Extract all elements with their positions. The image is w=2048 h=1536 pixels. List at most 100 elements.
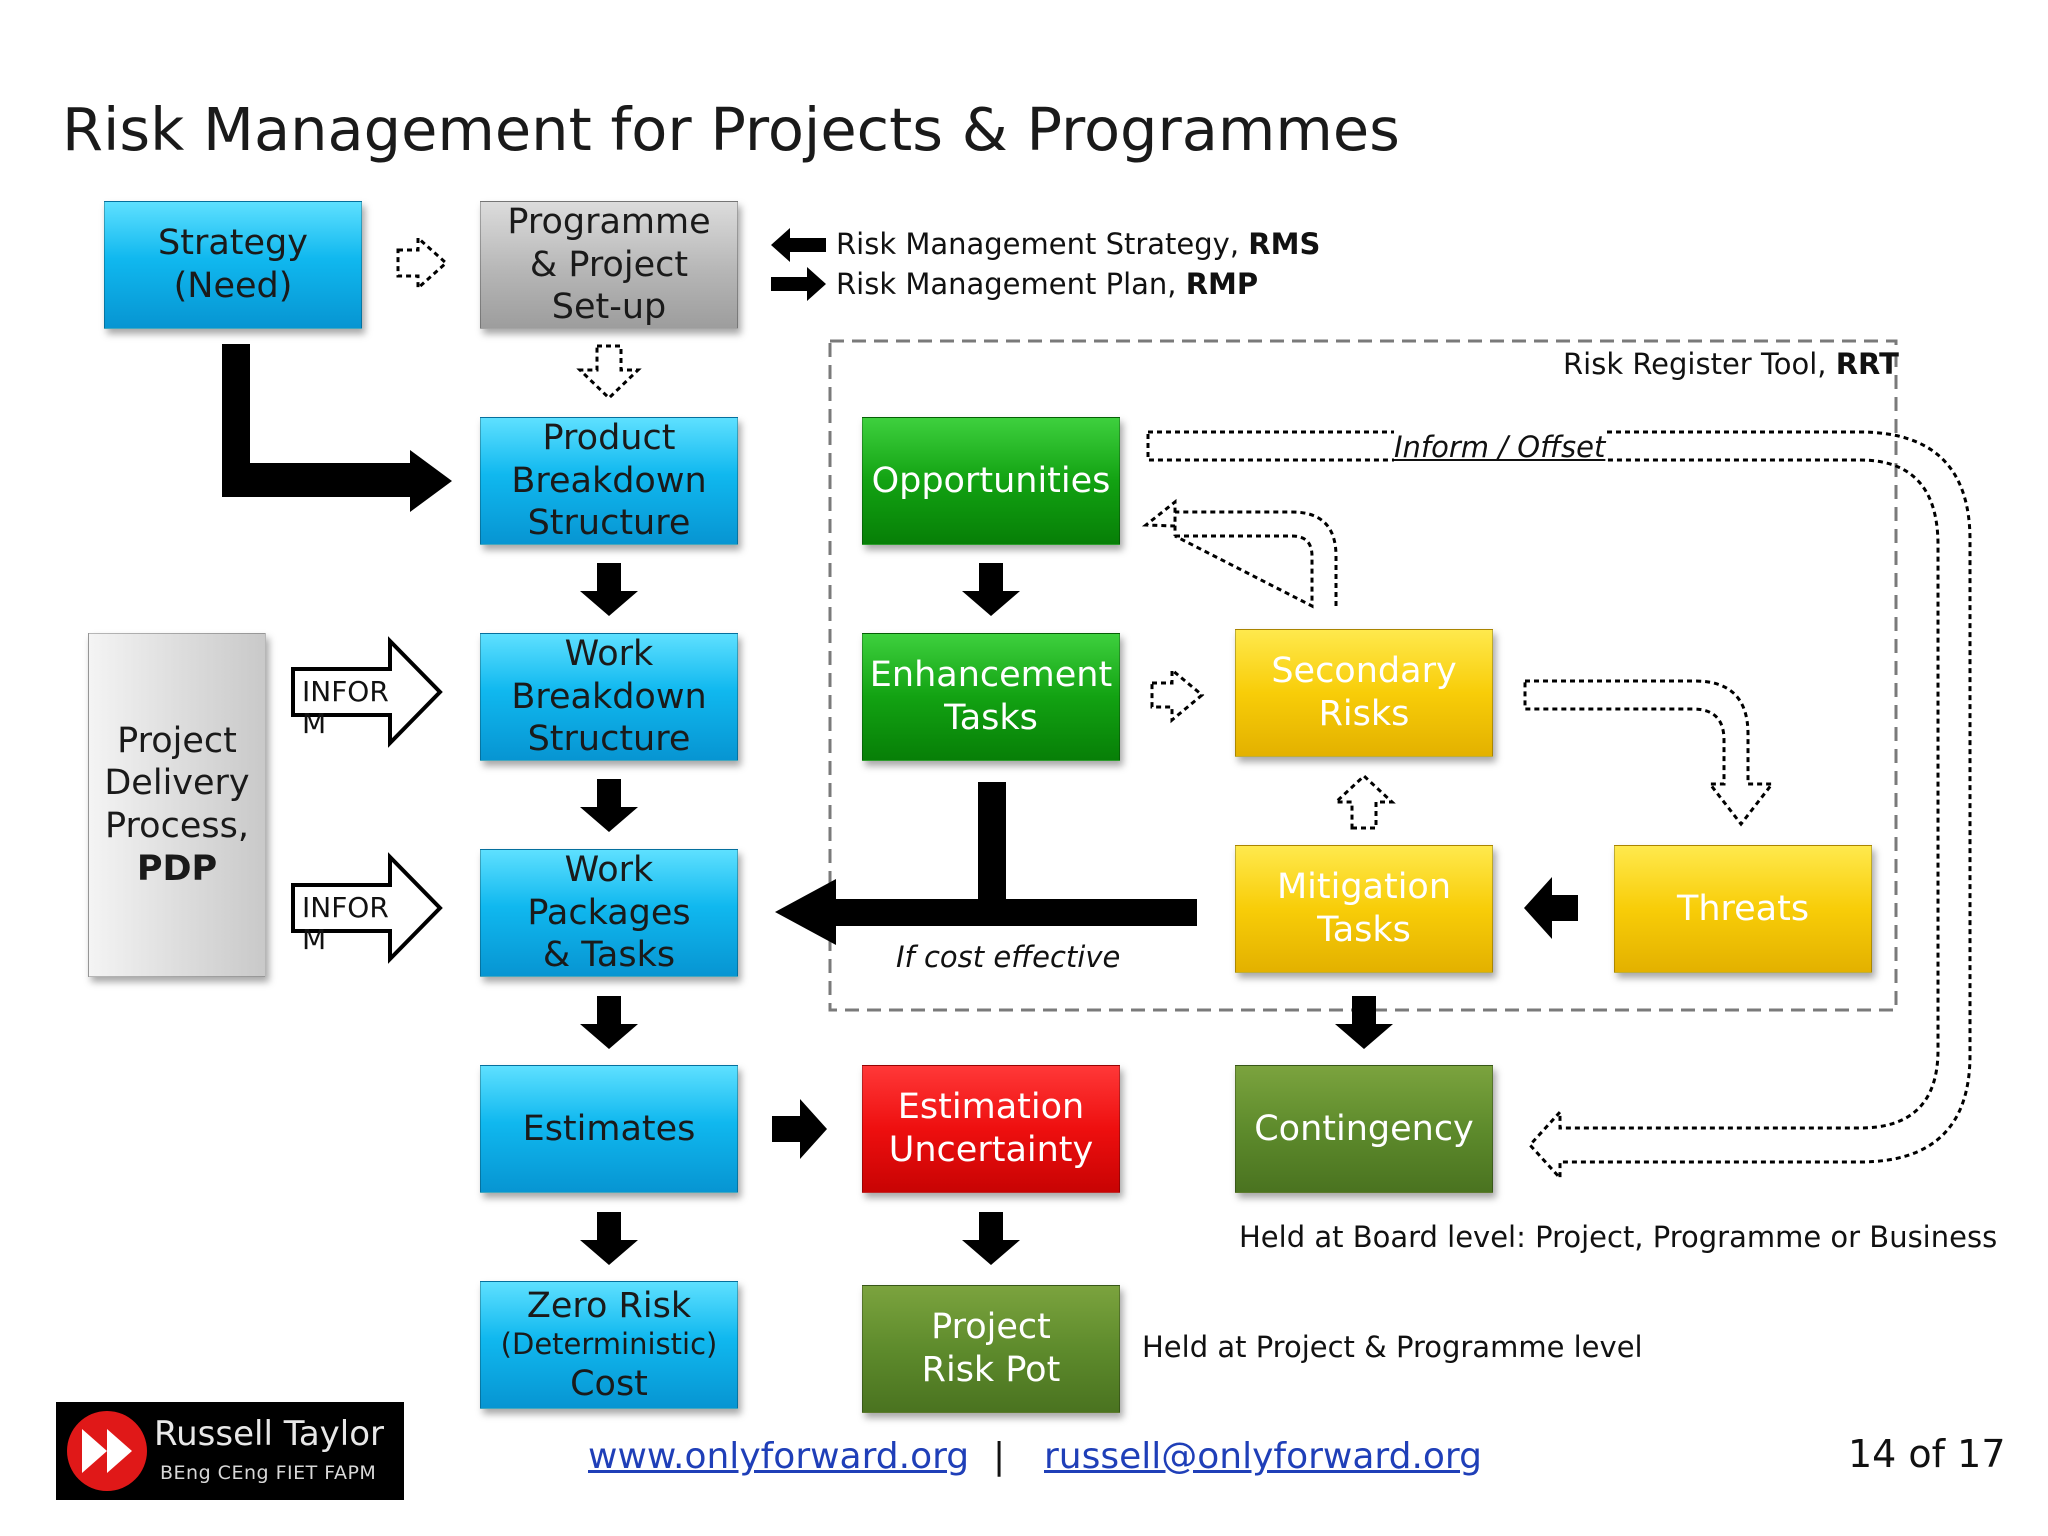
setup-to-pbs-dotted-arrow xyxy=(576,344,642,401)
enhancement-to-wp-arrow xyxy=(775,782,1197,945)
estimation-uncertainty-box: Estimation Uncertainty xyxy=(862,1065,1120,1193)
estimates-to-uncertainty-arrow xyxy=(772,1099,827,1159)
strategy-to-pbs-arrow xyxy=(222,344,452,512)
legend-rms-abbr: RMS xyxy=(1248,227,1321,261)
rrt-label: Risk Register Tool, RRT xyxy=(1563,347,1899,381)
inform-label-1-line-1: INFOR xyxy=(302,675,389,708)
estimates-line-1: Estimates xyxy=(522,1108,696,1149)
risk-pot-line-1: Project xyxy=(931,1307,1051,1348)
zero-risk-line-1: Zero Risk xyxy=(526,1285,692,1326)
inform-arrow-2 xyxy=(291,852,443,964)
risk-pot-line-2: Risk Pot xyxy=(921,1350,1061,1390)
secondary-risks-box: Secondary Risks xyxy=(1235,629,1493,757)
legend-rmp-text: Risk Management Plan, xyxy=(836,267,1186,301)
inform-offset-dotted-loop xyxy=(1146,430,1972,1182)
opportunities-to-enhancement-arrow xyxy=(962,563,1020,616)
zero-risk-line-3: Cost xyxy=(570,1363,648,1404)
strategy-line-1: Strategy xyxy=(158,223,308,264)
uncertainty-to-risk-pot-arrow xyxy=(962,1212,1020,1265)
legend-rmp-abbr: RMP xyxy=(1185,267,1259,301)
wbs-line-3: Structure xyxy=(527,719,691,760)
pdp-line-1: Project xyxy=(117,720,237,761)
setup-line-1: Programme xyxy=(507,201,711,242)
pdp-box: Project Delivery Process, PDP xyxy=(88,633,266,977)
pbs-to-wbs-arrow xyxy=(580,563,638,616)
if-cost-effective-label: If cost effective xyxy=(896,940,1121,974)
opportunities-line-1: Opportunities xyxy=(871,460,1111,501)
setup-line-2: & Project xyxy=(529,244,689,285)
legend-right-arrow xyxy=(771,267,826,301)
estimates-box: Estimates xyxy=(480,1065,738,1193)
inform-label-2: INFOR M xyxy=(302,891,389,957)
mitigation-line-2: Tasks xyxy=(1317,910,1411,950)
page-title: Risk Management for Projects & Programme… xyxy=(62,95,1400,164)
wbs-to-wp-arrow xyxy=(580,779,638,832)
footer-separator: | xyxy=(993,1436,1006,1477)
wp-to-estimates-arrow xyxy=(580,996,638,1049)
russell-taylor-logo: Russell Taylor BEng CEng FIET FAPM xyxy=(56,1402,404,1500)
inform-label-2-line-1: INFOR xyxy=(302,891,389,924)
logo-credentials: BEng CEng FIET FAPM xyxy=(160,1462,377,1484)
setup-box: Programme & Project Set-up xyxy=(480,201,738,329)
legend-rms: Risk Management Strategy, RMS xyxy=(836,227,1320,261)
logo-name: Russell Taylor xyxy=(154,1414,385,1454)
strategy-to-setup-dotted-arrow xyxy=(396,234,449,292)
legend-rmp: Risk Management Plan, RMP xyxy=(836,267,1258,301)
pbs-box: Product Breakdown Structure xyxy=(480,417,738,545)
risk-pot-box: Project Risk Pot xyxy=(862,1285,1120,1413)
strategy-line-2: (Need) xyxy=(173,266,293,306)
enhancement-line-1: Enhancement xyxy=(869,655,1113,696)
pbs-line-1: Product xyxy=(542,417,676,458)
website-link[interactable]: www.onlyforward.org xyxy=(588,1436,970,1477)
threats-to-mitigation-arrow xyxy=(1524,877,1578,939)
pdp-line-3: Process, xyxy=(105,806,249,846)
mitigation-to-secondary-dotted-arrow xyxy=(1332,773,1396,830)
rrt-abbr: RRT xyxy=(1835,347,1899,381)
work-packages-line-1: Work Packages xyxy=(527,849,691,933)
zero-risk-line-2: (Deterministic) xyxy=(500,1327,718,1362)
inform-label-2-line-2: M xyxy=(302,923,327,957)
estimation-uncertainty-line-1: Estimation xyxy=(897,1087,1085,1128)
threats-box: Threats xyxy=(1614,845,1872,973)
pbs-line-3: Structure xyxy=(527,503,691,544)
mitigation-line-1: Mitigation xyxy=(1276,867,1452,908)
enhancement-line-2: Tasks xyxy=(944,698,1038,738)
pdp-line-2: Delivery xyxy=(104,763,250,804)
opportunities-box: Opportunities xyxy=(862,417,1120,545)
contingency-box: Contingency xyxy=(1235,1065,1493,1193)
secondary-to-threats-dotted-arrow xyxy=(1523,679,1776,827)
mitigation-to-contingency-arrow xyxy=(1335,996,1393,1049)
mitigation-box: Mitigation Tasks xyxy=(1235,845,1493,973)
wbs-box: Work Breakdown Structure xyxy=(480,633,738,761)
project-level-note: Held at Project & Programme level xyxy=(1142,1330,1643,1364)
contingency-line-1: Contingency xyxy=(1254,1108,1474,1149)
inform-offset-label: Inform / Offset xyxy=(1394,430,1606,464)
secondary-risks-line-1: Secondary xyxy=(1271,651,1457,692)
enhancement-to-secondary-dotted-arrow xyxy=(1150,666,1205,724)
pdp-line-4: PDP xyxy=(136,848,218,889)
enhancement-box: Enhancement Tasks xyxy=(862,633,1120,761)
pbs-line-2: Breakdown xyxy=(511,460,707,501)
email-link[interactable]: russell@onlyforward.org xyxy=(1044,1436,1482,1477)
rrt-text: Risk Register Tool, xyxy=(1563,347,1836,381)
wbs-line-2: Breakdown xyxy=(511,676,707,717)
inform-label-1-line-2: M xyxy=(302,707,327,741)
work-packages-box: Work Packages & Tasks xyxy=(480,849,738,977)
legend-left-arrow xyxy=(771,228,826,262)
wbs-line-1: Work xyxy=(564,633,654,674)
setup-line-3: Set-up xyxy=(551,287,667,328)
threats-line-1: Threats xyxy=(1676,888,1810,929)
zero-risk-box: Zero Risk (Deterministic) Cost xyxy=(480,1281,738,1409)
work-packages-line-2: & Tasks xyxy=(542,935,676,976)
page-number: 14 of 17 xyxy=(1848,1432,2006,1476)
secondary-risks-line-2: Risks xyxy=(1318,694,1410,734)
estimates-to-zero-risk-arrow xyxy=(580,1212,638,1265)
inform-arrow-1 xyxy=(291,636,443,748)
estimation-uncertainty-line-2: Uncertainty xyxy=(888,1130,1094,1170)
legend-rms-text: Risk Management Strategy, xyxy=(836,227,1249,261)
strategy-box: Strategy (Need) xyxy=(104,201,362,329)
secondary-to-opportunities-dotted-arrow xyxy=(1141,498,1338,609)
board-level-note: Held at Board level: Project, Programme … xyxy=(1239,1220,1998,1254)
inform-label-1: INFOR M xyxy=(302,675,389,741)
